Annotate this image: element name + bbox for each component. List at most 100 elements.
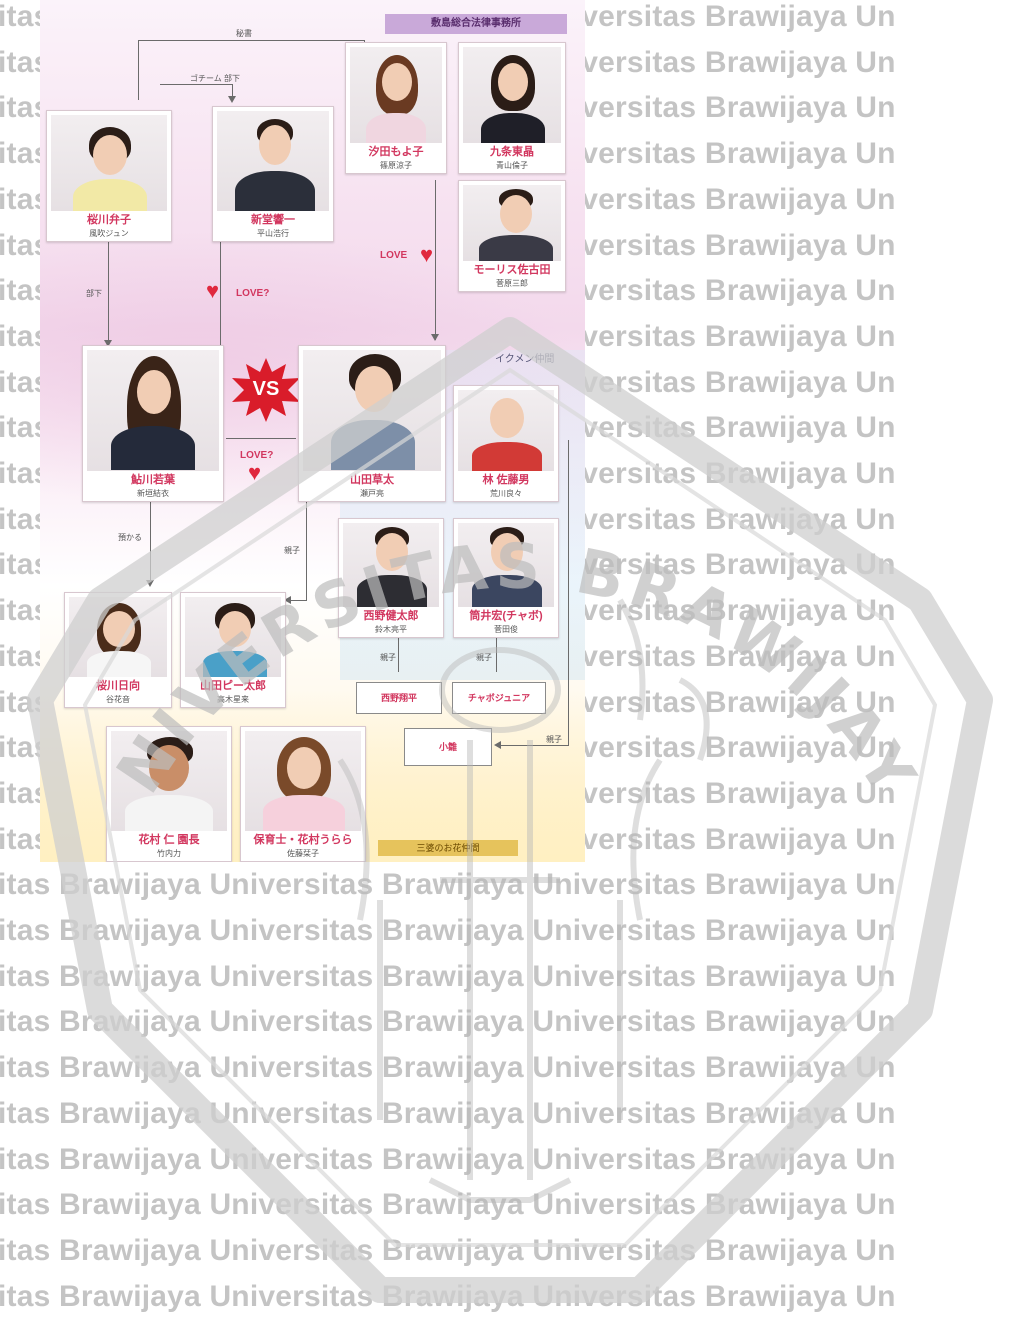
character-role: 山田ピー太郎 bbox=[200, 680, 266, 692]
watermark-row: itas Brawijaya Universitas Brawijaya Uni… bbox=[0, 1142, 896, 1176]
character-role: 花村 仁 園長 bbox=[138, 834, 200, 846]
character-relationship-chart: 敷島総合法律事務所 イクメン仲間 秘書 ゴチーム 部下 部下 ♥ LOVE? ♥… bbox=[40, 0, 585, 862]
connector-line bbox=[398, 636, 399, 672]
character-photo bbox=[245, 731, 361, 831]
connector-line bbox=[138, 40, 364, 41]
character-role: 桜川日向 bbox=[96, 680, 140, 692]
watermark-row: itas Brawijaya Universitas Brawijaya Uni… bbox=[0, 959, 896, 993]
character-actor: 佐藤栞子 bbox=[287, 849, 319, 858]
watermark-row: itas Brawijaya Universitas Brawijaya Uni… bbox=[0, 1051, 896, 1085]
seal-emblem-shape bbox=[617, 598, 710, 761]
character-card-shiomi-moyoko: 汐田もよ子 篠原涼子 bbox=[345, 42, 447, 174]
relation-label-oyako: 親子 bbox=[476, 653, 492, 662]
arrow-head bbox=[228, 96, 236, 103]
character-card-kujo-toko: 九条東晶 青山倫子 bbox=[458, 42, 566, 174]
box-tsutsui-child: チャボジュニア bbox=[452, 682, 546, 714]
character-photo bbox=[51, 115, 167, 211]
character-card-shindo-kyoichi: 新堂響一 平山浩行 bbox=[212, 106, 334, 242]
character-actor: 青山倫子 bbox=[496, 161, 528, 170]
character-role: 林 佐藤男 bbox=[482, 474, 530, 486]
character-card-hayashi: 林 佐藤男 荒川良々 bbox=[453, 385, 559, 502]
character-photo bbox=[458, 523, 554, 607]
character-actor: 菅原三郎 bbox=[496, 279, 528, 288]
character-card-hanamura-urara: 保育士・花村うらら 佐藤栞子 bbox=[240, 726, 366, 862]
relation-label-buka: 部下 bbox=[86, 289, 102, 298]
character-role: モーリス佐古田 bbox=[473, 264, 551, 276]
character-actor: 篠原涼子 bbox=[380, 161, 412, 170]
relation-label-hisho: 秘書 bbox=[236, 29, 252, 38]
character-actor: 風吹ジュン bbox=[89, 229, 129, 238]
box-hayashi-child: 小雛 bbox=[404, 728, 492, 766]
character-photo bbox=[343, 523, 439, 607]
character-card-yamada-pitaro: 山田ピー太郎 高木星来 bbox=[180, 592, 286, 708]
character-actor: 新垣結衣 bbox=[137, 489, 169, 498]
character-card-nishino-kentaro: 西野健太郎 鈴木亮平 bbox=[338, 518, 444, 638]
watermark-row: itas Brawijaya Universitas Brawijaya Uni… bbox=[0, 1188, 896, 1222]
character-photo bbox=[458, 390, 554, 471]
heart-icon: ♥ bbox=[206, 278, 220, 303]
connector-line bbox=[150, 500, 151, 582]
arrow-head bbox=[431, 334, 439, 341]
arrow-head bbox=[146, 580, 154, 587]
relation-label-oyako: 親子 bbox=[284, 546, 300, 555]
character-actor: 竹内力 bbox=[157, 849, 181, 858]
watermark-row: itas Brawijaya Universitas Brawijaya Uni… bbox=[0, 914, 896, 947]
character-photo bbox=[463, 47, 561, 143]
character-card-tsutsui-hiroshi: 筒井宏(チャボ) 菅田俊 bbox=[453, 518, 559, 638]
character-photo bbox=[87, 350, 219, 471]
vs-starburst: VS bbox=[230, 358, 302, 422]
character-role: 汐田もよ子 bbox=[368, 146, 424, 158]
character-role: 山田草太 bbox=[350, 474, 394, 486]
connector-line bbox=[108, 240, 109, 346]
watermark-row: itas Brawijaya Universitas Brawijaya Uni… bbox=[0, 1279, 896, 1313]
character-actor: 鈴木亮平 bbox=[375, 625, 407, 634]
relation-label-azukeru: 預かる bbox=[118, 533, 142, 542]
character-card-maurice-sasaki: モーリス佐古田 菅原三郎 bbox=[458, 180, 566, 292]
seal-emblem-shape bbox=[428, 1177, 572, 1203]
character-actor: 平山浩行 bbox=[257, 229, 289, 238]
connector-line bbox=[232, 84, 233, 98]
character-actor: 谷花音 bbox=[106, 695, 130, 704]
character-card-yamada-kusata: 山田草太 瀬戸亮 bbox=[298, 345, 446, 502]
watermark-row: itas Brawijaya Universitas Brawijaya Uni… bbox=[0, 1096, 896, 1130]
character-photo bbox=[111, 731, 227, 831]
character-actor: 瀬戸亮 bbox=[360, 489, 384, 498]
relation-label-chief: ゴチーム 部下 bbox=[190, 74, 240, 83]
relation-label-oyako: 親子 bbox=[546, 735, 562, 744]
character-role: 新堂響一 bbox=[251, 214, 295, 226]
character-photo bbox=[185, 597, 281, 677]
connector-line bbox=[496, 636, 497, 672]
character-role: 九条東晶 bbox=[490, 146, 534, 158]
arrow-head bbox=[494, 741, 501, 749]
connector-line bbox=[306, 500, 307, 600]
watermark-row: itas Brawijaya Universitas Brawijaya Uni… bbox=[0, 1005, 896, 1039]
character-card-sakuragawa-kyoko: 桜川弁子 風吹ジュン bbox=[46, 110, 172, 242]
character-photo bbox=[69, 597, 167, 677]
character-role: 西野健太郎 bbox=[363, 610, 419, 622]
connector-line bbox=[138, 40, 139, 100]
connector-line bbox=[568, 440, 569, 745]
love-label: LOVE bbox=[380, 250, 408, 261]
character-card-hanamura-jin: 花村 仁 園長 竹内力 bbox=[106, 726, 232, 862]
character-role: 保育士・花村うらら bbox=[253, 834, 353, 846]
character-role: 桜川弁子 bbox=[87, 214, 131, 226]
footer-banner: 三婆のお花仲間 bbox=[378, 840, 518, 856]
character-card-sakuragawa-hinata: 桜川日向 谷花音 bbox=[64, 592, 172, 708]
character-role: 筒井宏(チャボ) bbox=[469, 610, 543, 622]
connector-line bbox=[226, 438, 296, 439]
ikumen-group-label: イクメン仲間 bbox=[495, 354, 555, 365]
vs-label: VS bbox=[252, 378, 280, 400]
connector-line bbox=[498, 745, 569, 746]
connector-line bbox=[160, 84, 232, 85]
watermark-row: itas Brawijaya Universitas Brawijaya Uni… bbox=[0, 1233, 896, 1267]
connector-line bbox=[220, 240, 221, 346]
love-q-label: LOVE? bbox=[236, 288, 270, 299]
watermark-row: itas Brawijaya Universitas Brawijaya Uni… bbox=[0, 868, 896, 902]
character-card-ayukawa-wakaba: 鮎川若葉 新垣結衣 bbox=[82, 345, 224, 502]
character-photo bbox=[217, 111, 329, 211]
heart-icon: ♥ bbox=[248, 460, 262, 485]
character-role: 鮎川若葉 bbox=[131, 474, 175, 486]
heart-icon: ♥ bbox=[420, 242, 434, 267]
character-photo bbox=[463, 185, 561, 261]
character-photo bbox=[303, 350, 441, 471]
